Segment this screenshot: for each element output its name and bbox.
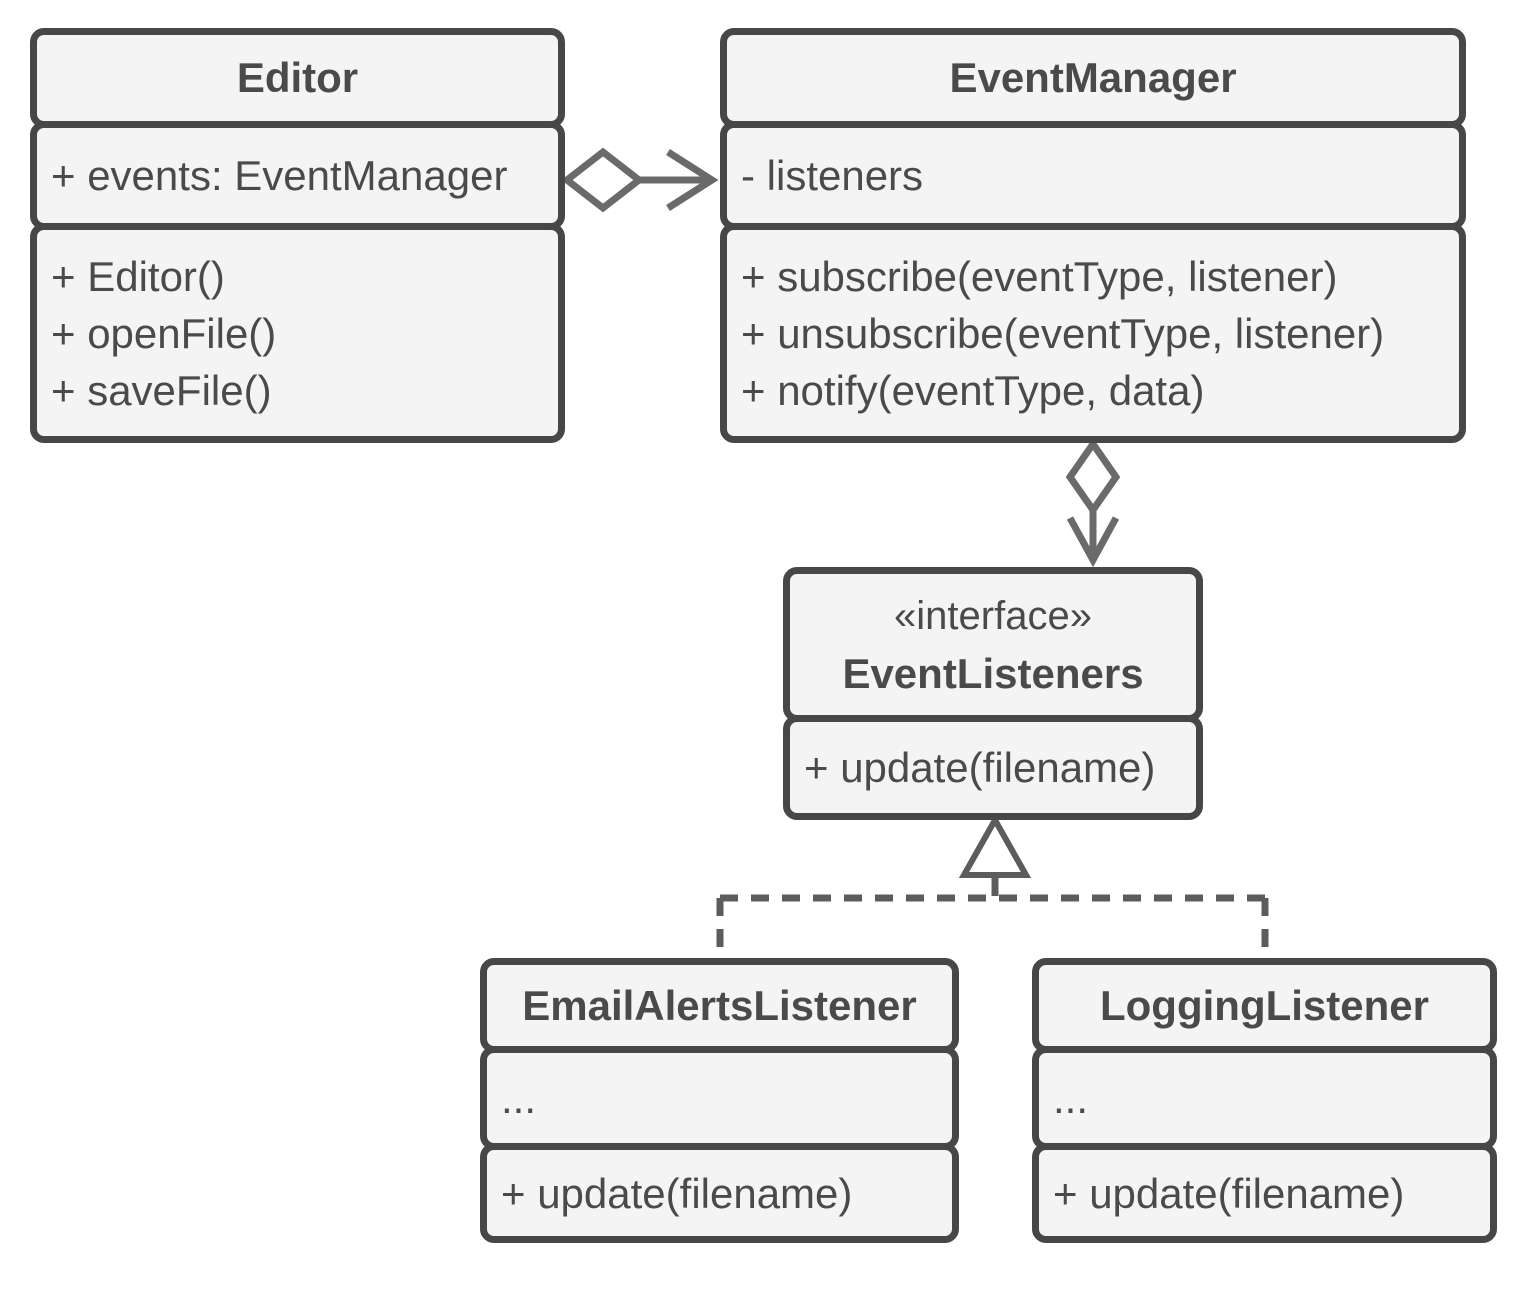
editor-method: + saveFile(): [51, 366, 272, 414]
aggregation-edge-eventmanager-eventlisteners: [1065, 437, 1121, 568]
editor-methods-compartment: + Editor() + openFile() + saveFile(): [30, 223, 565, 443]
eventmanager-title-compartment: EventManager: [720, 28, 1466, 128]
logging-method: + update(filename): [1053, 1169, 1405, 1217]
open-arrowhead-eventmanager: [666, 149, 719, 211]
aggregation-diamond-eventmanager: [1065, 437, 1121, 517]
class-box-eventlisteners: «interface» EventListeners + update(file…: [783, 567, 1203, 820]
eventmanager-attribute: - listeners: [741, 152, 924, 199]
eventmanager-method: + subscribe(eventType, listener): [741, 252, 1338, 300]
eventlisteners-title-compartment: «interface» EventListeners: [783, 567, 1203, 722]
hollow-triangle-arrowhead: [958, 813, 1032, 878]
editor-method: + openFile(): [51, 309, 277, 357]
logging-attributes-compartment: ...: [1032, 1046, 1497, 1150]
eventmanager-methods-compartment: + subscribe(eventType, listener) + unsub…: [720, 223, 1466, 443]
class-box-editor: Editor + events: EventManager + Editor()…: [30, 28, 565, 443]
class-name-emailalertslistener: EmailAlertsListener: [522, 981, 917, 1029]
class-name-editor: Editor: [236, 54, 359, 101]
eventlisteners-stereotype: «interface»: [894, 593, 1092, 638]
eventmanager-attributes-compartment: - listeners: [720, 121, 1466, 230]
eventlisteners-method: + update(filename): [804, 744, 1156, 791]
emailalerts-methods-compartment: + update(filename): [480, 1143, 959, 1243]
emailalerts-attribute-ellipsis: ...: [501, 1074, 537, 1122]
class-name-logginglistener: LoggingListener: [1100, 981, 1429, 1029]
eventlisteners-methods-compartment: + update(filename): [783, 715, 1203, 820]
emailalerts-attributes-compartment: ...: [480, 1046, 959, 1150]
emailalerts-title-compartment: EmailAlertsListener: [480, 958, 959, 1053]
aggregation-diamond-editor: [561, 147, 645, 213]
class-box-logginglistener: LoggingListener ... + update(filename): [1032, 958, 1497, 1243]
open-arrowhead-eventlisteners: [1066, 516, 1120, 568]
editor-attribute: + events: EventManager: [51, 152, 508, 199]
eventmanager-method: + unsubscribe(eventType, listener): [741, 309, 1385, 357]
class-box-emailalertslistener: EmailAlertsListener ... + update(filenam…: [480, 958, 959, 1243]
eventmanager-method: + notify(eventType, data): [741, 366, 1205, 414]
class-name-eventmanager: EventManager: [949, 54, 1237, 101]
realization-edges-listeners-eventlisteners: [716, 813, 1269, 954]
class-name-eventlisteners: EventListeners: [842, 649, 1144, 697]
editor-method: + Editor(): [51, 252, 225, 300]
logging-title-compartment: LoggingListener: [1032, 958, 1497, 1053]
logging-attribute-ellipsis: ...: [1053, 1074, 1089, 1122]
logging-methods-compartment: + update(filename): [1032, 1143, 1497, 1243]
editor-title-compartment: Editor: [30, 28, 565, 128]
emailalerts-method: + update(filename): [501, 1169, 853, 1217]
editor-attributes-compartment: + events: EventManager: [30, 121, 565, 230]
aggregation-edge-editor-eventmanager: [561, 147, 719, 213]
class-box-eventmanager: EventManager - listeners + subscribe(eve…: [720, 28, 1466, 443]
